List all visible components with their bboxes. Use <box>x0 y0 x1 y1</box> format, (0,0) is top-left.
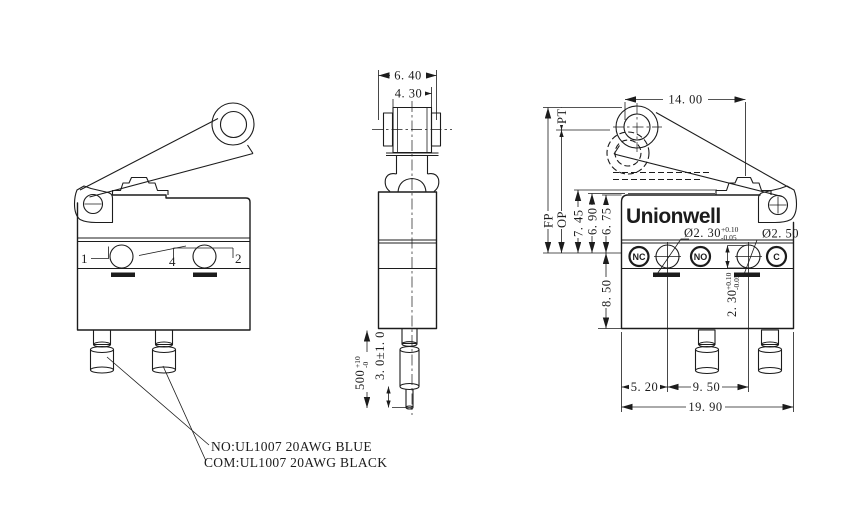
terminal-c-label: C <box>773 252 780 262</box>
wire-no-spec-label: NO:UL1007 20AWG BLUE <box>211 439 372 454</box>
dim-pitch-holes: 9. 50 <box>693 380 721 394</box>
dim-wire-length-tol-lower: -0 <box>361 362 370 368</box>
dim-745-group: 7. 45 <box>572 207 586 238</box>
label-op: OP <box>555 211 569 228</box>
dim-745: 7. 45 <box>572 210 586 238</box>
contact-circle-2 <box>192 244 217 269</box>
dim-hole-small: Ø2. 30 <box>684 226 721 240</box>
roller-edge-lines <box>397 107 428 153</box>
dim-slot: 2. 30 <box>725 290 739 318</box>
dim-wire-strip: 3. 0±1. 0 <box>373 331 387 380</box>
label-pt: PT <box>555 108 569 124</box>
leader-hole-large <box>742 239 762 278</box>
ext-lines-left <box>543 107 717 329</box>
body-band-lines-front <box>77 237 250 270</box>
roller-lever-front <box>79 118 254 198</box>
hinge-pin-front <box>82 193 104 215</box>
terminal-nc-label: NC <box>633 252 646 262</box>
lever-hinge-front <box>73 185 114 224</box>
contact-circle-1 <box>109 244 134 269</box>
slot-tol-lower: -0.05 <box>732 274 741 290</box>
roller-crosshair <box>613 103 662 152</box>
hole-centerlines-v <box>667 242 749 392</box>
label-fp-group: FP <box>542 211 556 229</box>
switch-arm-symbol <box>138 245 187 256</box>
dim-wire-length-group: 500 +10 -0 <box>353 352 370 392</box>
hole-small-tol-upper: +0.10 <box>721 225 739 234</box>
plunger-side <box>397 177 427 193</box>
lever-pressed-lines <box>613 171 710 181</box>
hole-small-tol-lower: -0.05 <box>721 233 737 242</box>
roller-outer-front <box>211 102 255 146</box>
dim-body-width: 6. 40 <box>394 69 422 83</box>
dimension-view-group: Unionwell NC NO C Ø2. 30 +0.10 -0.05 Ø2.… <box>542 93 799 415</box>
label-op-group: OP <box>555 211 569 229</box>
switch-body-side <box>377 191 438 330</box>
terminal-4-label: 4 <box>169 254 176 269</box>
dim-lever-length: 14. 00 <box>668 93 702 107</box>
terminal-c-circle <box>765 245 788 268</box>
side-view-group: 6. 40 4. 30 500 +10 -0 3. 0±1. 0 <box>353 69 452 415</box>
leader-hole-small <box>654 238 689 278</box>
slot-tol-upper: +0.10 <box>724 272 733 290</box>
switch-body-dim <box>620 194 795 330</box>
label-pt-group: PT <box>555 108 569 125</box>
hinge-pin-dim <box>767 194 789 216</box>
terminal-1-bracket <box>91 246 109 259</box>
plunger-dim <box>715 176 772 195</box>
terminal-no-label: NO <box>694 252 708 262</box>
dim-690: 6. 90 <box>586 208 600 236</box>
dim-wire-length: 500 <box>353 370 367 390</box>
wire-side <box>399 327 420 410</box>
terminal-nc-circle <box>628 245 650 268</box>
front-view-group: 1 4 2 NO:UL1007 20AWG BLUE COM:UL1007 20… <box>73 102 387 470</box>
dim-675-group: 6. 75 <box>600 205 614 236</box>
terminal-1-label: 1 <box>81 251 88 266</box>
dim-675: 6. 75 <box>600 208 614 236</box>
terminal-slot-1 <box>111 272 135 277</box>
fork-hook-right <box>427 173 440 192</box>
brand-label: Unionwell <box>626 205 721 228</box>
terminal-slot-3 <box>653 272 680 277</box>
dim-wire-strip-group: 3. 0±1. 0 <box>373 331 387 380</box>
dim-width-total: 19. 90 <box>688 400 722 414</box>
leader-no-wire <box>106 356 210 446</box>
dim-roller-width: 4. 30 <box>395 87 423 101</box>
terminal-no-circle <box>689 245 712 268</box>
terminal-slot-4 <box>734 272 760 277</box>
switch-body-front <box>76 194 251 331</box>
body-band-lines-dim <box>621 239 794 270</box>
dim-850-group: 8. 50 <box>600 277 614 308</box>
fork-plate <box>386 152 439 157</box>
leader-com-wire <box>162 365 207 462</box>
dim-pitch-left: 5. 20 <box>631 380 659 394</box>
body-band-lines-side <box>378 239 437 270</box>
terminal-slot-2 <box>193 272 217 277</box>
ext-lines-bottom <box>621 332 794 412</box>
wires-front <box>89 329 177 374</box>
plunger-front <box>111 176 169 195</box>
terminal-2-bracket <box>173 247 234 258</box>
roller-inner-front <box>219 110 248 139</box>
terminal-2-label: 2 <box>235 251 242 266</box>
label-fp: FP <box>542 213 556 228</box>
dim-slot-group: 2. 30 +0.10 -0.05 <box>724 272 741 317</box>
ext-slot <box>727 245 746 269</box>
dim-690-group: 6. 90 <box>586 205 600 236</box>
dim-wire-length-tol-upper: +10 <box>353 356 362 368</box>
fork-neck <box>395 155 429 174</box>
roller-pressed-outer <box>606 131 650 175</box>
lever-hinge-dim <box>757 185 798 224</box>
wire-com-spec-label: COM:UL1007 20AWG BLACK <box>204 455 387 470</box>
hinge-pin-cross <box>769 196 787 214</box>
dim-850: 8. 50 <box>600 280 614 308</box>
dim-hole-large: Ø2. 50 <box>762 227 799 241</box>
ext-lever-length <box>624 102 746 176</box>
roller-lever-dim <box>613 112 791 198</box>
fork-hook-left <box>384 173 397 192</box>
wires-dim <box>694 329 783 375</box>
